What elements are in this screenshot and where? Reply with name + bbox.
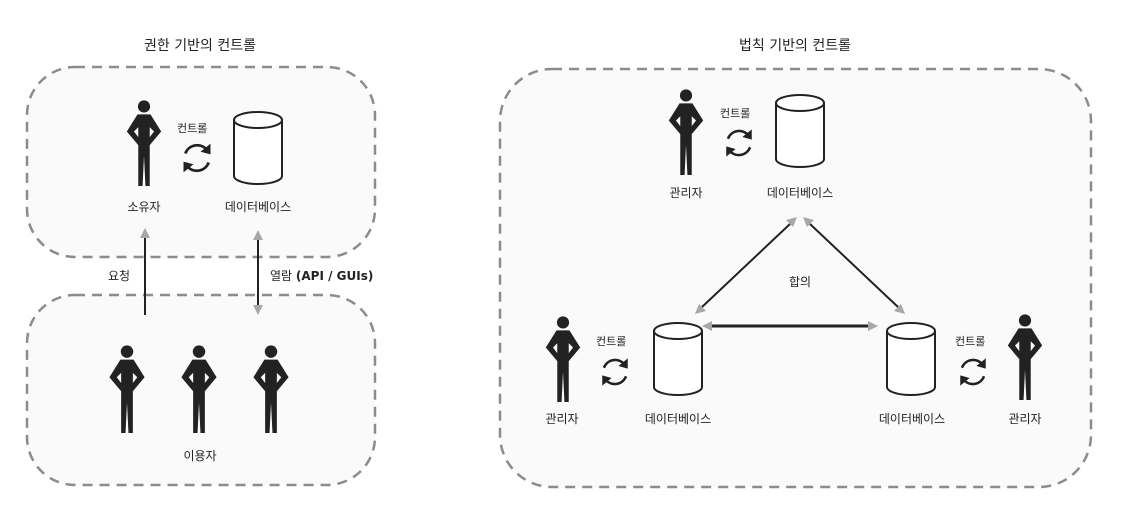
view-arrowhead-top [253, 230, 263, 240]
bottom-left-database-label: 데이터베이스 [644, 412, 712, 426]
consensus-label: 합의 [788, 275, 812, 289]
consensus-arrowhead-right-bottom [894, 304, 905, 314]
right-title: 법칙 기반의 컨트롤 [739, 38, 851, 54]
left-control-label: 컨트롤 [177, 122, 208, 135]
consensus-arrow-right [809, 223, 899, 308]
owner-panel [25, 65, 377, 259]
bottom-right-control-label: 컨트롤 [955, 335, 986, 348]
consensus-arrowhead-left-bottom [695, 304, 706, 314]
rule-panel [498, 67, 1093, 489]
users-label: 이용자 [183, 449, 217, 463]
top-database-label: 데이터베이스 [766, 186, 834, 200]
owner-database-icon [232, 110, 284, 186]
top-database-icon [774, 93, 826, 169]
consensus-arrowhead-right-top [803, 217, 814, 227]
top-control-label: 컨트롤 [720, 107, 751, 120]
left-database-label: 데이터베이스 [224, 200, 292, 214]
request-arrowhead [140, 228, 150, 238]
bottom-right-admin-label: 관리자 [1008, 412, 1042, 426]
consensus-arrowhead-left-top [786, 217, 797, 227]
consensus-arrowhead-bottom-left [702, 321, 712, 331]
view-arrowhead-bottom [253, 305, 263, 315]
request-label: 요청 [108, 269, 131, 283]
bottom-left-admin-label: 관리자 [545, 412, 579, 426]
top-admin-label: 관리자 [669, 186, 703, 200]
consensus-arrow-left [701, 223, 791, 308]
left-title: 권한 기반의 컨트롤 [144, 38, 256, 54]
bottom-left-database-icon [652, 321, 704, 397]
view-label: 열람 (API / GUIs) [270, 267, 373, 284]
consensus-arrowhead-bottom-right [868, 321, 878, 331]
owner-label: 소유자 [127, 200, 161, 214]
view-label-api: (API / GUIs) [295, 269, 374, 283]
bottom-left-control-label: 컨트롤 [596, 335, 627, 348]
bottom-right-database-label: 데이터베이스 [878, 412, 946, 426]
bottom-right-database-icon [885, 321, 937, 397]
view-label-prefix: 열람 [270, 269, 296, 283]
